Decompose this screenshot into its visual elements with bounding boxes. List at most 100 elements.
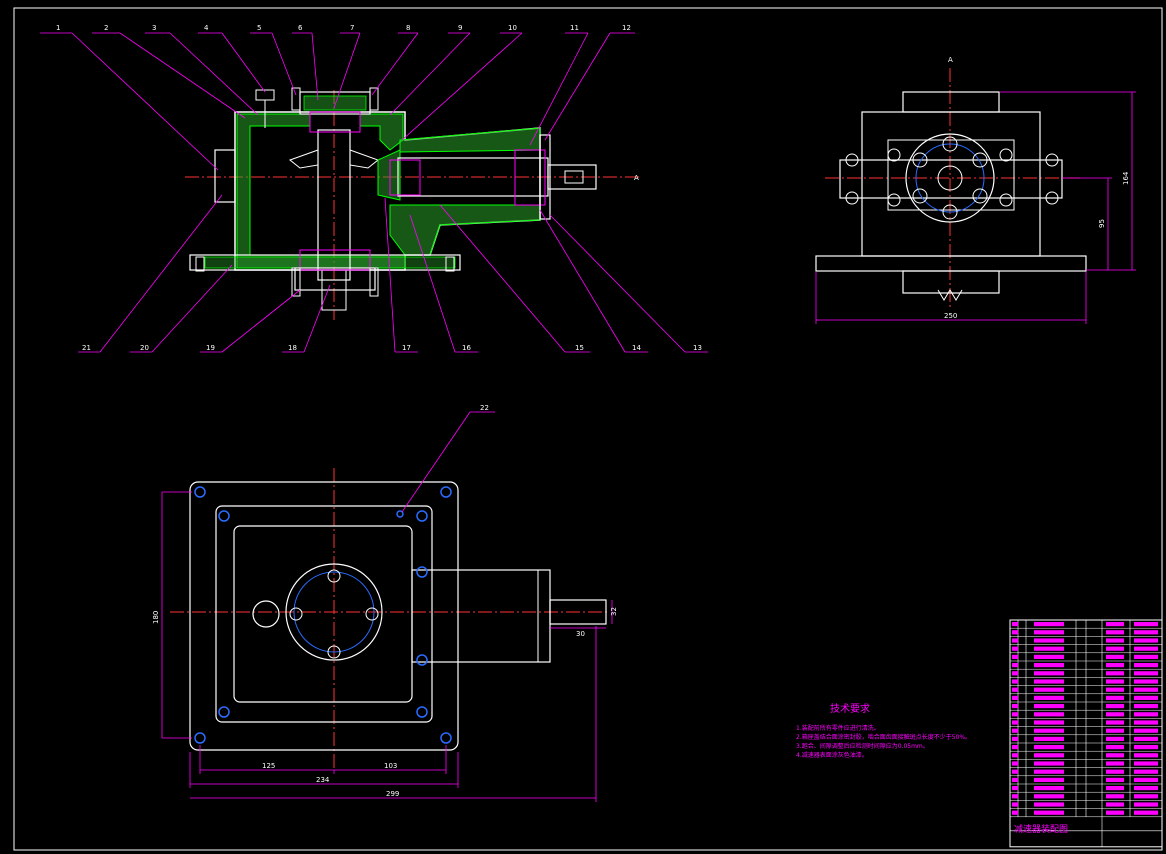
bom-cell	[1106, 704, 1124, 709]
dim-shaft-width: 30	[576, 630, 585, 638]
bom-cell	[1012, 679, 1018, 684]
bom-cell	[1134, 695, 1158, 700]
dim-plan-height: 180	[152, 611, 160, 624]
balloon-21: 21	[82, 344, 91, 352]
bom-cell	[1034, 802, 1064, 807]
bom-cell	[1134, 802, 1158, 807]
balloon-1: 1	[56, 24, 60, 32]
bom-cell	[1134, 622, 1158, 627]
bom-cell	[1034, 745, 1064, 750]
bom-cell	[1106, 761, 1124, 766]
bom-cell	[1134, 646, 1158, 651]
bom-cell	[1034, 679, 1064, 684]
dim-side-width: 250	[944, 312, 957, 320]
bom-cell	[1106, 736, 1124, 741]
bom-cell	[1034, 712, 1064, 717]
parts-list-table	[1009, 619, 1163, 848]
bom-cell	[1106, 753, 1124, 758]
bom-cell	[1034, 761, 1064, 766]
bom-cell	[1106, 671, 1124, 676]
bom-cell	[1012, 753, 1018, 758]
bom-cell	[1134, 761, 1158, 766]
bom-cell	[1106, 663, 1124, 668]
bom-cell	[1012, 704, 1018, 709]
bom-cell	[1034, 638, 1064, 643]
balloon-13: 13	[693, 344, 702, 352]
bom-cell	[1034, 695, 1064, 700]
balloon-18: 18	[288, 344, 297, 352]
bom-cell	[1134, 671, 1158, 676]
bom-cell	[1012, 646, 1018, 651]
bom-cell	[1106, 687, 1124, 692]
bom-cell	[1012, 769, 1018, 774]
dim-shaft-dia: 32	[610, 607, 618, 616]
sheet-border	[13, 7, 1163, 851]
bom-cell	[1012, 720, 1018, 725]
bom-cell	[1034, 622, 1064, 627]
technical-notes: 技术要求 1.装配前所有零件应进行清洗。 2.箱座盖结合面涂密封胶，啮合面齿面接…	[796, 702, 971, 759]
bom-cell	[1134, 786, 1158, 791]
dim-plan-right: 103	[384, 762, 397, 770]
bom-cell	[1012, 671, 1018, 676]
bom-cell	[1106, 786, 1124, 791]
bom-cell	[1012, 695, 1018, 700]
bom-cell	[1134, 728, 1158, 733]
bom-cell	[1106, 654, 1124, 659]
bom-cell	[1134, 769, 1158, 774]
bom-cell	[1012, 786, 1018, 791]
notes-title: 技术要求	[830, 702, 870, 715]
bom-cell	[1134, 663, 1158, 668]
bom-cell	[1034, 646, 1064, 651]
balloon-3: 3	[152, 24, 156, 32]
bom-cell	[1134, 679, 1158, 684]
balloon-7: 7	[350, 24, 354, 32]
bom-cell	[1034, 810, 1064, 815]
bom-cell	[1106, 802, 1124, 807]
section-arrow-label: A	[634, 174, 639, 182]
balloon-2: 2	[104, 24, 108, 32]
bom-cell	[1034, 654, 1064, 659]
notes-line-3: 3.跑合、间隙调整后应检测时间隙应为0.05mm。	[796, 742, 929, 750]
bom-cell	[1106, 720, 1124, 725]
bom-cell	[1012, 745, 1018, 750]
balloon-20: 20	[140, 344, 149, 352]
bom-cell	[1012, 687, 1018, 692]
bom-cell	[1012, 638, 1018, 643]
bom-cell	[1134, 654, 1158, 659]
bom-cell	[1106, 794, 1124, 799]
balloon-11: 11	[570, 24, 579, 32]
bom-cell	[1034, 687, 1064, 692]
bom-cell	[1106, 810, 1124, 815]
bom-cell	[1012, 736, 1018, 741]
bom-cell	[1012, 810, 1018, 815]
bom-cell	[1034, 720, 1064, 725]
bom-cell	[1034, 794, 1064, 799]
bom-cell	[1034, 786, 1064, 791]
balloon-16: 16	[462, 344, 471, 352]
bom-cell	[1034, 663, 1064, 668]
bom-cell	[1134, 745, 1158, 750]
notes-line-4: 4.减速器表面涂灰色油漆。	[796, 751, 868, 759]
bom-cell	[1134, 736, 1158, 741]
bom-cell	[1034, 753, 1064, 758]
dim-side-height: 164	[1122, 171, 1130, 185]
bom-cell	[1012, 802, 1018, 807]
bom-cell	[1034, 704, 1064, 709]
bom-cell	[1106, 712, 1124, 717]
bom-cell	[1034, 630, 1064, 635]
side-view: A 250 164 95	[815, 56, 1136, 324]
bom-cell	[1106, 695, 1124, 700]
balloon-6: 6	[298, 24, 303, 32]
bom-cell	[1106, 777, 1124, 782]
bom-cell	[1134, 720, 1158, 725]
bom-cell	[1106, 728, 1124, 733]
bom-cell	[1012, 663, 1018, 668]
side-view-label: A	[948, 56, 953, 64]
dim-plan-total: 299	[386, 790, 399, 798]
balloon-19: 19	[206, 344, 215, 352]
bom-cell	[1134, 777, 1158, 782]
bom-cell	[1106, 646, 1124, 651]
bom-cell	[1012, 761, 1018, 766]
bom-cell	[1034, 728, 1064, 733]
